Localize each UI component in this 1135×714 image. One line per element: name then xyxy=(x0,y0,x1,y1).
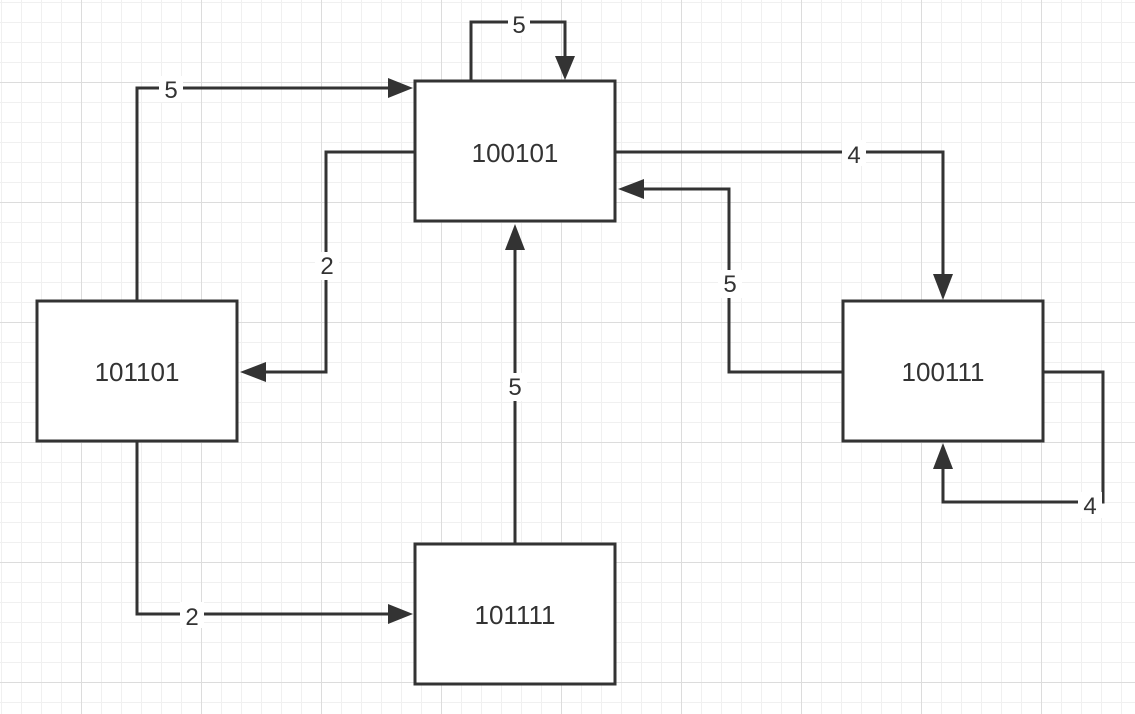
edge-label: 5 xyxy=(723,271,736,298)
edge-100101-self-loop: 5 xyxy=(469,10,575,80)
arrowhead-icon xyxy=(388,78,413,98)
edge-label: 5 xyxy=(512,12,525,39)
edge-100111-to-100101: 5 xyxy=(618,179,842,374)
arrowhead-icon xyxy=(555,56,575,80)
node-label: 101111 xyxy=(475,600,556,630)
arrowhead-icon xyxy=(388,604,413,624)
edge-label: 4 xyxy=(847,142,860,169)
edge-101101-to-100101: 5 xyxy=(135,76,413,300)
edge-100101-to-100111: 4 xyxy=(615,140,953,300)
arrowhead-icon xyxy=(505,224,525,250)
edge-label: 4 xyxy=(1083,493,1096,520)
edge-100111-self-loop: 4 xyxy=(933,370,1105,520)
arrowhead-icon xyxy=(933,443,953,469)
node-label: 100111 xyxy=(902,357,985,387)
edge-label: 2 xyxy=(320,253,333,280)
edge-101111-to-100101: 5 xyxy=(503,224,527,543)
node-100111[interactable]: 100111 xyxy=(841,299,1045,443)
edge-label: 2 xyxy=(185,604,198,631)
node-100101[interactable]: 100101 xyxy=(413,79,617,223)
edge-label: 5 xyxy=(508,374,521,401)
edge-101101-to-101111: 2 xyxy=(135,441,413,631)
node-101111[interactable]: 101111 xyxy=(413,542,617,686)
edge-100101-to-101101: 2 xyxy=(240,150,415,382)
arrowhead-icon xyxy=(933,274,953,300)
node-label: 100101 xyxy=(472,138,559,168)
node-label: 101101 xyxy=(95,357,180,387)
arrowhead-icon xyxy=(618,179,644,199)
node-101101[interactable]: 101101 xyxy=(35,299,239,443)
edge-label: 5 xyxy=(164,77,177,104)
arrowhead-icon xyxy=(240,362,266,382)
